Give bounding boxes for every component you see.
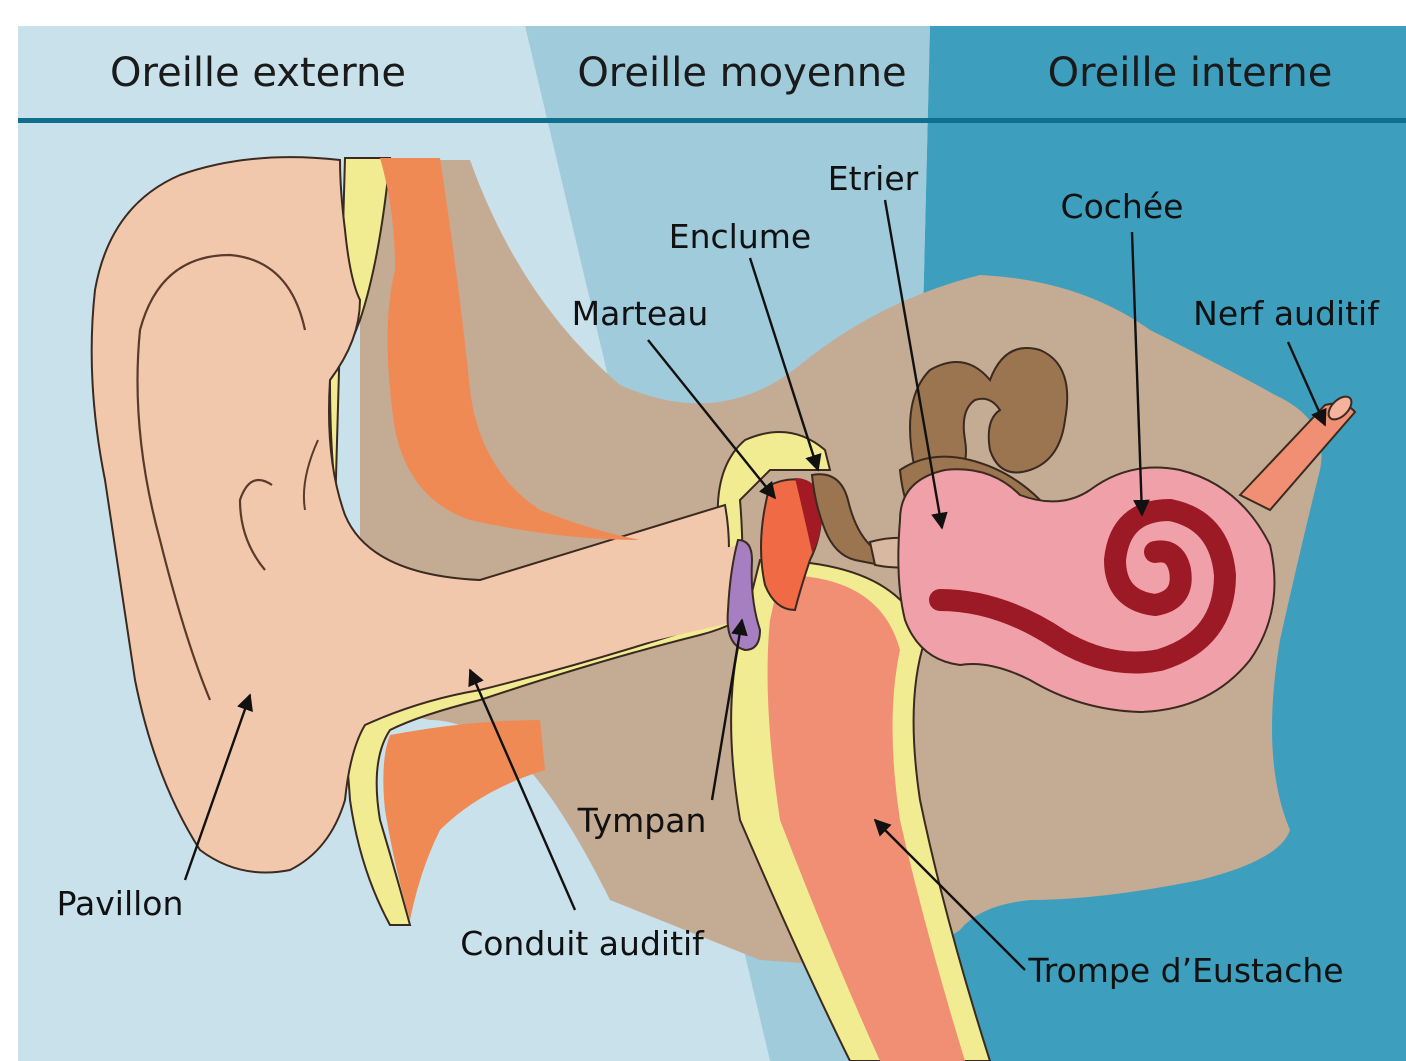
label-trompe-eustache: Trompe d’Eustache <box>1027 951 1343 990</box>
label-marteau: Marteau <box>572 294 709 333</box>
label-nerf-auditif: Nerf auditif <box>1193 294 1380 333</box>
label-cochlee: Cochée <box>1061 187 1184 226</box>
section-title-inner: Oreille interne <box>1048 50 1333 96</box>
header-divider <box>18 118 1406 123</box>
section-title-middle: Oreille moyenne <box>577 50 906 96</box>
label-conduit-auditif: Conduit auditif <box>460 924 705 963</box>
label-enclume: Enclume <box>669 217 811 256</box>
label-pavillon: Pavillon <box>57 884 184 923</box>
label-etrier: Etrier <box>828 159 919 198</box>
label-tympan: Tympan <box>577 801 707 840</box>
section-title-outer: Oreille externe <box>110 50 406 96</box>
